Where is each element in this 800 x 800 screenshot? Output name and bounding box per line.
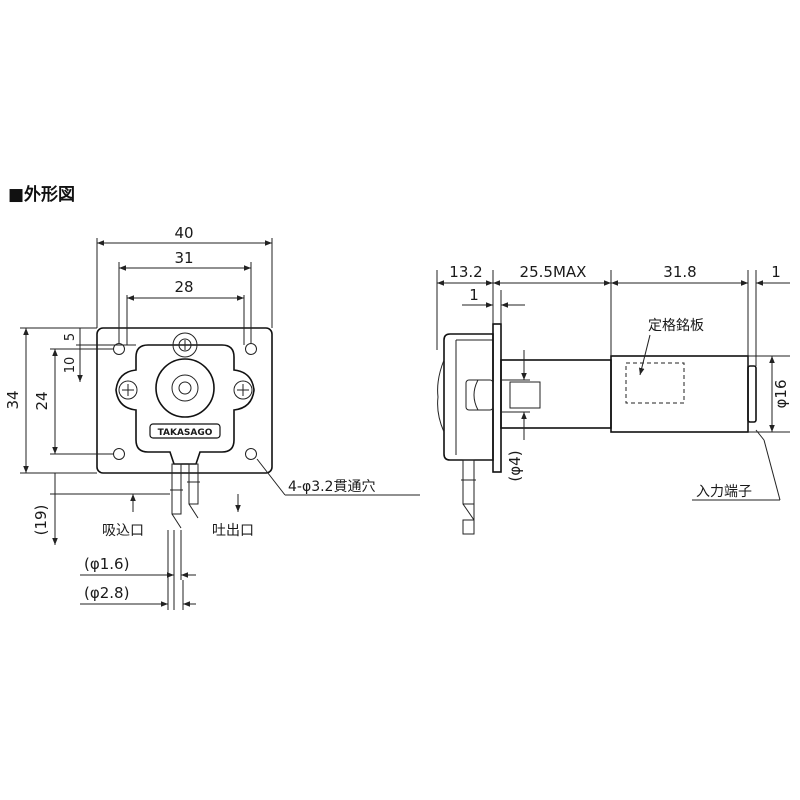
end-cap (747, 365, 757, 423)
pump-head (115, 344, 255, 465)
outlet-tube (188, 463, 199, 505)
rating-plate-area (625, 362, 685, 404)
hole-note: 4-φ3.2貫通穴 (288, 479, 375, 495)
flange-plate (96, 327, 273, 474)
rotor-inner (171, 374, 199, 402)
dim-phi16: φ16 (772, 380, 790, 409)
dim-31-8: 31.8 (663, 263, 696, 281)
dim-1-left: 1 (469, 286, 479, 304)
top-screw-icon (178, 338, 192, 352)
dim-height-34: 34 (4, 390, 22, 409)
rotor-outer (155, 358, 215, 418)
side-pump-head (443, 333, 494, 461)
motor-body (610, 355, 749, 433)
top-lobe (172, 332, 198, 358)
rotor-shaft (178, 381, 192, 395)
front-view: TAKASAGO 40 31 28 34 24 (4, 224, 420, 610)
side-view: 13.2 25.5MAX 31.8 1 1 φ16 (φ4) 定格銘板 入力端子 (436, 263, 790, 535)
gearbox (500, 359, 612, 429)
maker-plate (149, 423, 221, 439)
tube-outer-dim: (φ2.8) (84, 584, 129, 602)
mount-hole-tr (245, 343, 257, 355)
mount-hole-bl (113, 448, 125, 460)
rating-plate-label: 定格銘板 (648, 318, 704, 334)
side-flange (492, 323, 502, 473)
drawing-title: ■外形図 (8, 184, 75, 205)
dim-top-5: 5 (63, 333, 78, 341)
inlet-label: 吸込口 (102, 523, 144, 539)
outlet-label: 吐出口 (212, 523, 254, 539)
maker-label: TAKASAGO (158, 428, 213, 438)
dim-25-5: 25.5MAX (520, 263, 587, 281)
dim-height-24: 24 (33, 391, 51, 410)
dim-1-right: 1 (771, 263, 781, 281)
left-screw-icon (118, 380, 138, 400)
dim-width-28: 28 (174, 278, 193, 296)
mount-hole-tl (113, 343, 125, 355)
dim-phi4: (φ4) (506, 450, 524, 481)
right-screw-icon (233, 380, 253, 400)
mount-hole-br (245, 448, 257, 460)
dim-top-10: 10 (63, 357, 78, 374)
inlet-tube (171, 463, 182, 515)
tube-inner-dim: (φ1.6) (84, 555, 129, 573)
terminal-label: 入力端子 (696, 484, 752, 500)
dim-width-40: 40 (174, 224, 193, 242)
dim-width-31: 31 (174, 249, 193, 267)
dim-13-2: 13.2 (449, 263, 482, 281)
dim-bottom-19: (19) (32, 505, 50, 536)
